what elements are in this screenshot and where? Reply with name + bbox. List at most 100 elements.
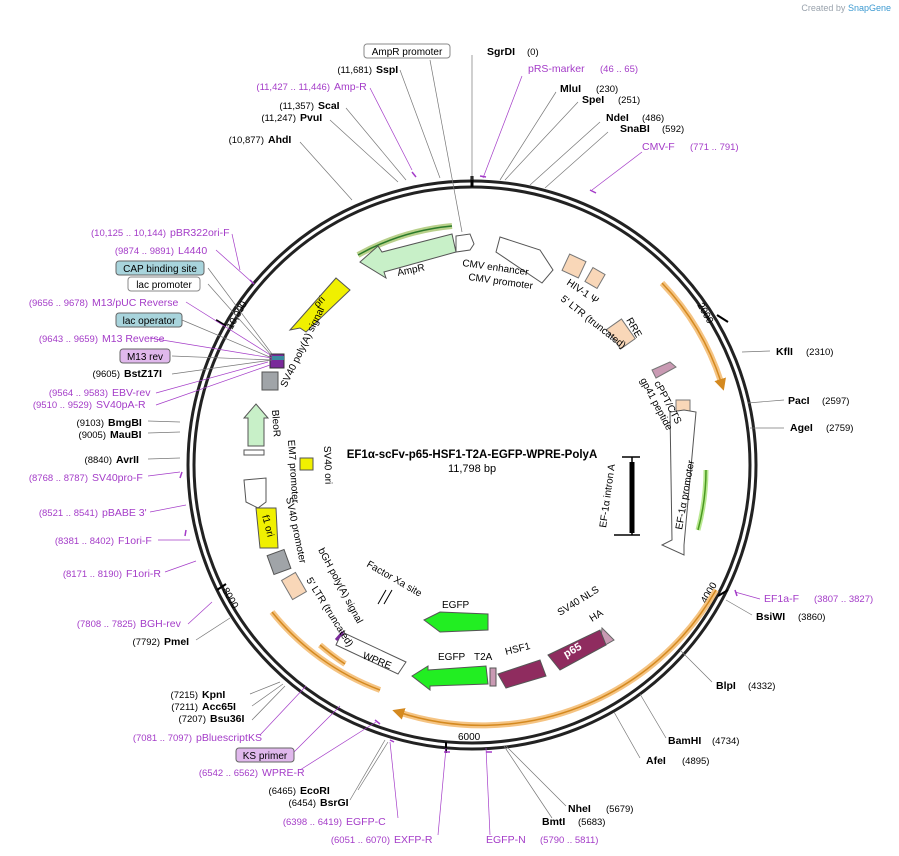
site-bmgbi[interactable]: BmgBI: [108, 417, 142, 429]
site-bsiwi[interactable]: BsiWI: [756, 611, 785, 623]
ltr-box[interactable]: [584, 266, 606, 290]
site-snabi[interactable]: SnaBI: [620, 123, 650, 135]
site-ecori-pos: (6465): [269, 786, 296, 797]
site-acc65i-pos: (7211): [171, 702, 198, 713]
site-bmti-pos: (5683): [578, 817, 605, 828]
primer-amp-r-range: (11,427 .. 11,446): [256, 82, 330, 93]
primer-sv40pro-f-range: (8768 .. 8787): [29, 473, 88, 484]
site-kpni[interactable]: KpnI: [202, 689, 225, 701]
label-cap-binding-site[interactable]: CAP binding site: [123, 264, 197, 275]
ampr-promoter-arrow[interactable]: [455, 233, 475, 253]
ltr-box-2[interactable]: [280, 571, 308, 601]
site-blpi[interactable]: BlpI: [716, 680, 736, 692]
primer-egfp-c[interactable]: EGFP-C: [346, 816, 386, 828]
f1ori-arrow[interactable]: [255, 507, 279, 549]
bgh-polya-box[interactable]: [266, 548, 292, 576]
primer-f1ori-r[interactable]: F1ori-R: [126, 568, 161, 580]
site-scai[interactable]: ScaI: [318, 100, 340, 112]
primer-ef1a-f-range: (3807 .. 3827): [814, 594, 873, 605]
site-bmti[interactable]: BmtI: [542, 816, 565, 828]
primer-ebv-rev[interactable]: EBV-rev: [112, 387, 151, 399]
primer-m13-reverse[interactable]: M13 Reverse: [102, 333, 165, 345]
site-paci[interactable]: PacI: [788, 395, 810, 407]
primer-prs-marker[interactable]: pRS-marker: [528, 63, 585, 75]
label-m13-rev[interactable]: M13 rev: [127, 352, 163, 363]
plasmid-size: 11,798 bp: [448, 463, 496, 475]
site-bsrgi[interactable]: BsrGI: [320, 797, 349, 809]
em7-box[interactable]: [243, 449, 265, 456]
site-agei[interactable]: AgeI: [790, 422, 813, 434]
rre-box[interactable]: [606, 318, 636, 350]
label-bleor: BleoR: [269, 409, 282, 437]
primer-f1ori-f[interactable]: F1ori-F: [118, 535, 152, 547]
primer-ticks: [179, 171, 738, 753]
site-ecori[interactable]: EcoRI: [300, 785, 330, 797]
primer-pbluescriptks[interactable]: pBluescriptKS: [196, 732, 262, 744]
site-nhei[interactable]: NheI: [568, 803, 591, 815]
primer-exfp-r[interactable]: EXFP-R: [394, 834, 433, 846]
primer-egfp-n-range: (5790 .. 5811): [540, 835, 598, 846]
egfp-arrow-2[interactable]: [411, 665, 489, 692]
site-spei[interactable]: SpeI: [582, 94, 604, 106]
primer-bgh-rev[interactable]: BGH-rev: [140, 618, 182, 630]
t2a-box[interactable]: [489, 667, 497, 687]
ef1a-promoter-arrow[interactable]: [660, 409, 697, 556]
primer-ebv-rev-range: (9564 .. 9583): [49, 388, 108, 399]
primer-wpre-r[interactable]: WPRE-R: [262, 767, 305, 779]
ampr-arrow[interactable]: [359, 233, 457, 280]
site-pvui[interactable]: PvuI: [300, 112, 322, 124]
egfp-arrow-1[interactable]: [423, 611, 489, 633]
primer-f1ori-r-range: (8171 .. 8190): [63, 569, 122, 580]
site-ndei-pos: (486): [642, 113, 664, 124]
cmv-enhancer-arrow[interactable]: [495, 236, 554, 284]
primer-sv40pro-f[interactable]: SV40pro-F: [92, 472, 143, 484]
site-ndei[interactable]: NdeI: [606, 112, 629, 124]
label-lac-promoter[interactable]: lac promoter: [136, 280, 192, 291]
site-ahdi[interactable]: AhdI: [268, 134, 291, 146]
primer-pbr322ori-f[interactable]: pBR322ori-F: [170, 227, 230, 239]
label-ampr-promoter[interactable]: AmpR promoter: [372, 47, 443, 58]
feature-shapes: [242, 233, 697, 692]
sv40-ori-box[interactable]: [299, 457, 314, 471]
label-ks-primer[interactable]: KS primer: [243, 751, 288, 762]
primer-amp-r[interactable]: Amp-R: [334, 81, 367, 93]
site-paci-pos: (2597): [822, 396, 849, 407]
p65-arrow[interactable]: [547, 629, 607, 671]
site-bamhi[interactable]: BamHI: [668, 735, 701, 747]
site-avrii[interactable]: AvrII: [116, 454, 139, 466]
site-sspi[interactable]: SspI: [376, 64, 398, 76]
site-mlui[interactable]: MluI: [560, 83, 581, 95]
label-egfp-1: EGFP: [442, 600, 470, 611]
label-lac-operator[interactable]: lac operator: [123, 316, 176, 327]
gp41-marker[interactable]: [651, 361, 677, 379]
site-sgrdi[interactable]: SgrDI: [487, 46, 515, 58]
primer-ef1a-f[interactable]: EF1a-F: [764, 593, 799, 605]
site-afei[interactable]: AfeI: [646, 755, 666, 767]
label-t2a: T2A: [474, 652, 493, 663]
site-kpni-pos: (7215): [171, 690, 198, 701]
primer-m13-puc-reverse[interactable]: M13/pUC Reverse: [92, 297, 179, 309]
site-snabi-pos: (592): [662, 124, 684, 135]
primer-cmv-f-range: (771 .. 791): [690, 142, 739, 153]
primer-pbabe-3[interactable]: pBABE 3': [102, 507, 147, 519]
primer-egfp-n[interactable]: EGFP-N: [486, 834, 526, 846]
primer-sv40pa-r[interactable]: SV40pA-R: [96, 399, 146, 411]
site-bsu36i[interactable]: Bsu36I: [210, 713, 245, 725]
label-factor-xa: Factor Xa site: [365, 559, 424, 600]
ori-arrow[interactable]: [288, 277, 351, 333]
hiv-psi-box[interactable]: [561, 253, 587, 279]
site-acc65i[interactable]: Acc65I: [202, 701, 236, 713]
site-bstz17i-pos: (9605): [93, 369, 120, 380]
site-pmei[interactable]: PmeI: [164, 636, 189, 648]
site-kfli[interactable]: KflI: [776, 346, 793, 358]
primer-cmv-f[interactable]: CMV-F: [642, 141, 675, 153]
sv40-promoter-arrow[interactable]: [243, 477, 267, 509]
site-maubi[interactable]: MauBI: [110, 429, 142, 441]
site-bstz17i[interactable]: BstZ17I: [124, 368, 162, 380]
tick-label-6000: 6000: [458, 732, 481, 743]
sv40-polya-box[interactable]: [261, 371, 279, 391]
bleor-arrow[interactable]: [242, 403, 270, 447]
ef1a-intron-bar[interactable]: [614, 456, 640, 536]
hsf1-arrow[interactable]: [497, 659, 547, 689]
primer-l4440[interactable]: L4440: [178, 245, 207, 257]
